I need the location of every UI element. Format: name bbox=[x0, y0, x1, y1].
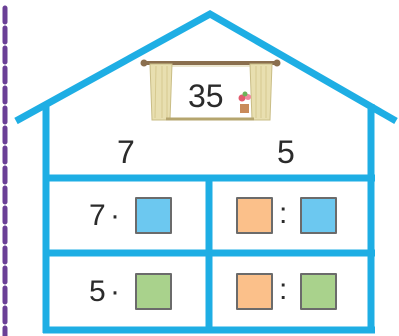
factor-left: 7 bbox=[117, 136, 135, 168]
row-2-left-number: 5 bbox=[89, 277, 106, 307]
row-2-right-second-box[interactable] bbox=[300, 273, 337, 310]
factor-right: 5 bbox=[277, 136, 295, 168]
row-2-right-operator: : bbox=[279, 275, 287, 305]
row-1-left-operator: · bbox=[110, 201, 120, 231]
row-2-left-operator: · bbox=[110, 277, 120, 307]
roof-number: 35 bbox=[188, 80, 224, 112]
row-1-right-second-box[interactable] bbox=[300, 197, 337, 234]
row-1-right-operator: : bbox=[279, 199, 287, 229]
row-1-right-first-box[interactable] bbox=[236, 197, 273, 234]
row-2-right-first-box[interactable] bbox=[236, 273, 273, 310]
row-1-left-number: 7 bbox=[89, 201, 106, 231]
row-2-left-answer-box[interactable] bbox=[135, 273, 172, 310]
row-1-left-answer-box[interactable] bbox=[135, 197, 172, 234]
